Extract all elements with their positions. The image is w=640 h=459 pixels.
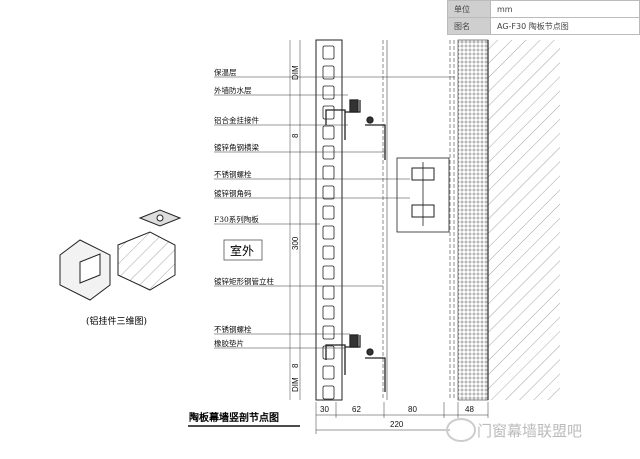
panel-cavity (322, 125, 335, 140)
callout-label: F30系列陶板 (214, 214, 259, 224)
dim-top: DIM (291, 65, 300, 80)
panel-cavity (322, 185, 335, 200)
concrete-wall (488, 40, 560, 400)
panel-cavity (322, 205, 335, 220)
callout-label: 外墙防水层 (214, 85, 252, 95)
callout-label: 不锈钢螺栓 (214, 324, 252, 334)
panel-cavity (322, 305, 335, 320)
callout-label: 镀锌矩形钢管立柱 (214, 276, 274, 286)
panel-cavity (322, 325, 335, 340)
dim-gap-top: 8 (291, 133, 300, 138)
callout-label: 镀锌角钢横梁 (214, 142, 259, 152)
callout-label: 橡胶垫片 (214, 338, 244, 348)
bracket-bottom (325, 334, 386, 392)
callout-label: 铝合金挂接件 (214, 115, 259, 125)
wechat-icon (446, 418, 476, 442)
panel-cavity (322, 345, 335, 360)
outdoor-label: 室外 (230, 243, 254, 258)
dim-80: 80 (408, 405, 417, 414)
ceramic-panel (315, 39, 343, 401)
panel-cavity (322, 225, 335, 240)
outdoor-box (223, 239, 263, 261)
panel-cavity (322, 65, 335, 80)
iso-caption: (铝挂件三维图) (86, 315, 147, 327)
panel-cavity (322, 45, 335, 60)
panel-cavity (322, 145, 335, 160)
dim-48: 48 (465, 405, 474, 414)
callout-label: 不锈钢螺栓 (214, 169, 252, 179)
panel-cavity (322, 245, 335, 260)
anchor-detail (396, 157, 450, 233)
dim-30: 30 (320, 405, 329, 414)
watermark: 门窗幕墙联盟吧 (477, 422, 583, 440)
callout-label: 镀锌钢角码 (214, 188, 252, 198)
callout-label: 保温层 (214, 68, 237, 77)
panel-cavity (322, 85, 335, 100)
dim-62: 62 (352, 405, 361, 414)
drawing-title: 陶板幕墙竖剖节点图 (189, 411, 279, 424)
panel-cavity (322, 385, 335, 400)
insulation-layer (457, 39, 489, 401)
dim-span: 300 (291, 236, 300, 250)
panel-cavity (322, 365, 335, 380)
panel-cavity (322, 105, 335, 120)
panel-cavity (322, 265, 335, 280)
dim-total: 220 (390, 420, 404, 429)
dim-bottom: DIM (291, 377, 300, 392)
dim-gap-bottom: 8 (291, 363, 300, 368)
bracket-3d-view (59, 209, 182, 301)
